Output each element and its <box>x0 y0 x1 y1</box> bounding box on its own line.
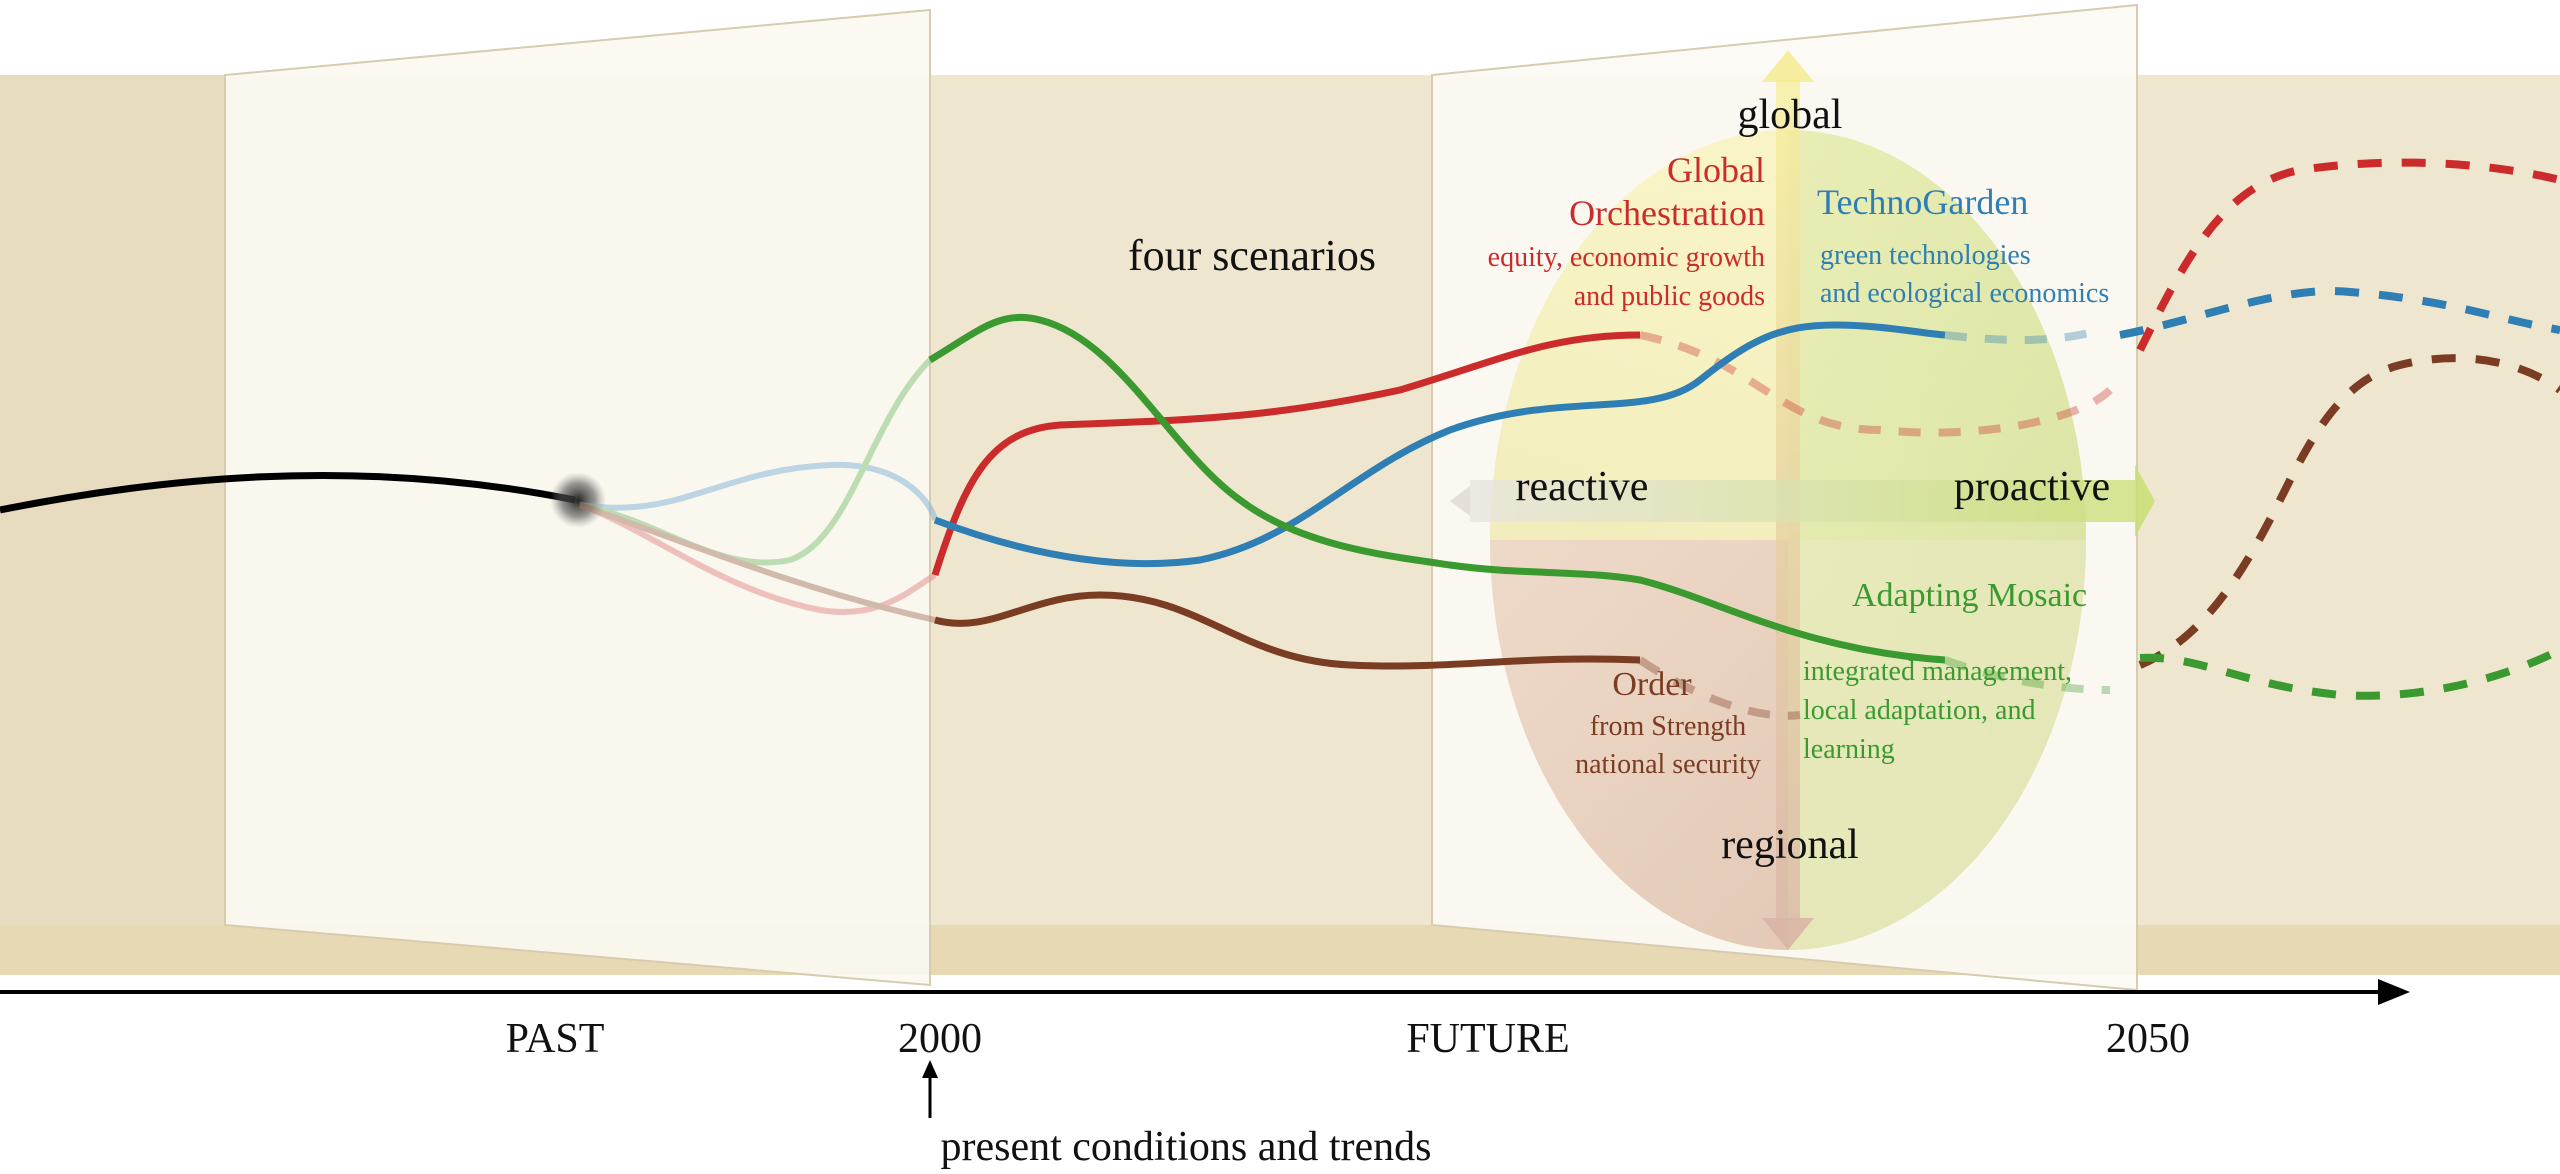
label-reactive: reactive <box>1516 464 1649 510</box>
horizontal-axis-arrow <box>1450 465 2155 537</box>
quadrant-reactive-regional <box>1490 540 1788 950</box>
label-past: PAST <box>506 1016 605 1062</box>
path-technogarden <box>933 321 1946 568</box>
technogarden-desc-2: and ecological economics <box>1820 278 2109 309</box>
scenario-technogarden: TechnoGarden green technologies and ecol… <box>1817 182 2109 309</box>
quadrant-proactive-regional <box>1788 540 2086 950</box>
adapting-mosaic-desc-3: learning <box>1803 734 1895 765</box>
global-orchestration-desc-2: and public goods <box>1574 281 1765 312</box>
technogarden-desc-1: green technologies <box>1820 240 2031 271</box>
scenario-order-from-strength: Order from Strength national security <box>1575 666 1761 780</box>
technogarden-name: TechnoGarden <box>1817 182 2028 222</box>
time-axis-arrowhead <box>2378 979 2410 1005</box>
post-2050-paths <box>2119 158 2560 700</box>
order-desc-1: national security <box>1575 749 1761 780</box>
label-future: FUTURE <box>1406 1016 1569 1062</box>
adapting-mosaic-desc-2: local adaptation, and <box>1803 695 2035 726</box>
history-path <box>0 471 576 514</box>
present-note: present conditions and trends <box>940 1124 1431 1170</box>
order-name-2: from Strength <box>1590 711 1746 742</box>
label-global: global <box>1738 92 1843 138</box>
adapting-mosaic-desc-1: integrated management, <box>1803 656 2072 687</box>
label-proactive: proactive <box>1954 464 2110 510</box>
label-regional: regional <box>1721 822 1859 868</box>
label-year-2000: 2000 <box>898 1016 982 1062</box>
global-orchestration-desc-1: equity, economic growth <box>1488 242 1765 273</box>
adapting-mosaic-name: Adapting Mosaic <box>1852 577 2087 614</box>
scenario-adapting-mosaic: Adapting Mosaic integrated management, l… <box>1803 577 2087 765</box>
order-name-1: Order <box>1612 666 1692 703</box>
faded-future-paths <box>1637 326 2113 720</box>
present-point <box>550 472 606 528</box>
global-orchestration-name-1: Global <box>1667 150 1765 190</box>
label-year-2050: 2050 <box>2106 1016 2190 1062</box>
diagram-title: four scenarios <box>1128 231 1376 280</box>
present-arrow-head <box>922 1060 938 1078</box>
past-divergence-paths <box>578 357 938 623</box>
scenario-global-orchestration: Global Orchestration equity, economic gr… <box>1488 150 1765 312</box>
path-adapting-mosaic <box>928 313 1946 664</box>
path-global-orchestration <box>931 331 1641 577</box>
path-order-from-strength <box>934 591 1641 670</box>
global-orchestration-name-2: Orchestration <box>1569 193 1765 233</box>
